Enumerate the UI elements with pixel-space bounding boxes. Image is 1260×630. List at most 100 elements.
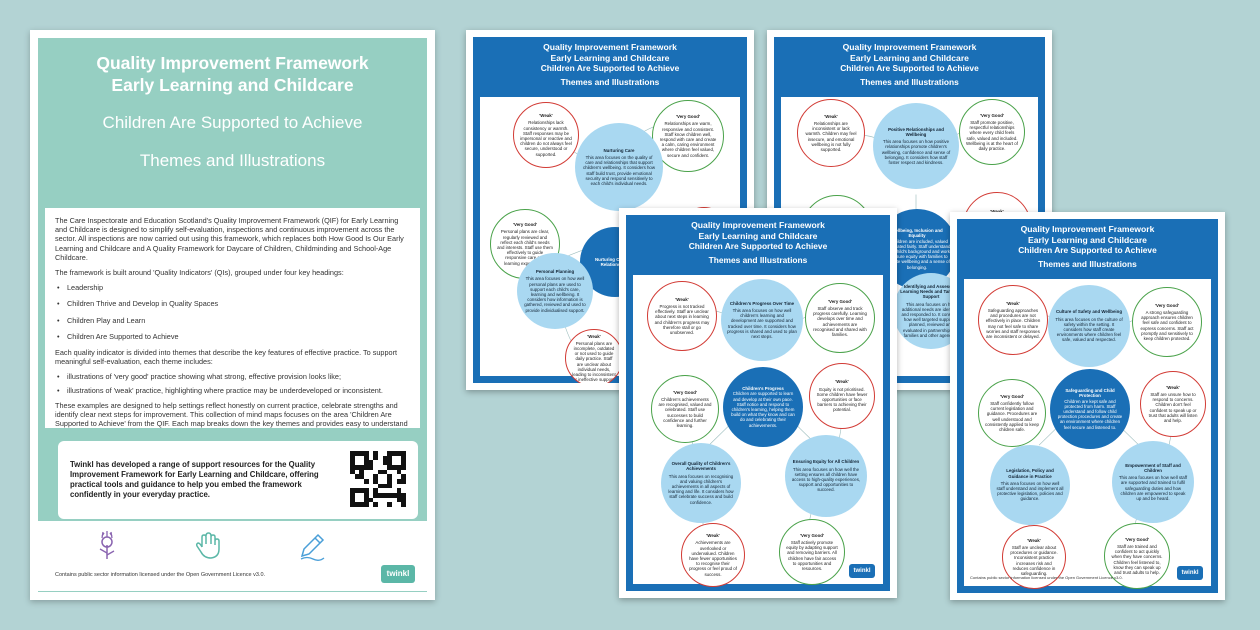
theme-title: Culture of Safety and Wellbeing [1055, 309, 1123, 315]
very-good-label: 'Very Good' [1124, 536, 1150, 542]
qr-module [350, 455, 355, 461]
qr-module [387, 502, 392, 507]
cover-header: Quality Improvement Framework Early Lear… [38, 38, 427, 208]
weak-bubble: 'Weak' Staff are unsure how to respond t… [1140, 371, 1206, 437]
qr-module [368, 464, 374, 470]
theme-text: This area focuses on how additional need… [901, 301, 961, 338]
weak-label: 'Weak' [1027, 537, 1041, 543]
center-text: All children are included, valued and tr… [883, 238, 951, 270]
qr-module [382, 455, 388, 461]
page-subtitle: Children Are Supported to Achieve [840, 63, 979, 73]
very-good-label: 'Very Good' [979, 112, 1005, 118]
qr-module [359, 451, 364, 456]
weak-text: Safeguarding approaches and procedures a… [985, 307, 1041, 339]
theme-title: Personal Planning [535, 269, 575, 275]
hand-icon [195, 532, 220, 559]
very-good-bubble: 'Very Good' Children's achievements are … [651, 375, 719, 443]
weak-text: Equity is not prioritised. Some children… [816, 386, 868, 413]
very-good-bubble: 'Very Good' A strong safeguarding approa… [1132, 287, 1202, 357]
qr-module [401, 497, 406, 503]
page-title: Quality Improvement Framework Early Lear… [473, 42, 747, 63]
very-good-bubble: 'Very Good' Staff are trained and confid… [1104, 523, 1170, 589]
very-good-label: 'Very Good' [512, 222, 538, 228]
weak-label: 'Weak' [675, 296, 689, 302]
center-title: Nurturing Care and Relationships [594, 256, 635, 267]
page-subtitle2: Themes and Illustrations [708, 255, 808, 265]
qr-code-icon[interactable] [350, 451, 406, 507]
qr-module [396, 469, 402, 475]
qr-module [359, 488, 364, 493]
very-good-bubble: 'Very Good' Staff promote positive, resp… [959, 99, 1025, 165]
theme-title: Identifying and Assessing Learning Needs… [900, 283, 962, 300]
weak-bubble: 'Weak' Personal plans are incomplete, ou… [565, 329, 623, 383]
qr-module [396, 488, 402, 493]
qr-module [401, 492, 406, 498]
very-good-label: 'Very Good' [827, 298, 853, 304]
very-good-text: Staff promote positive, respectful relat… [966, 119, 1018, 151]
qr-module [368, 497, 374, 503]
qr-module [391, 464, 397, 470]
cover-title: Quality Improvement Framework Early Lear… [38, 52, 427, 96]
page-title-line1: Quality Improvement Framework [543, 42, 677, 52]
page-subtitle: Children Are Supported to Achieve [688, 241, 828, 251]
weak-bubble: 'Weak' Staff are unclear about procedure… [1002, 525, 1066, 589]
heading-item: Children Thrive and Develop in Quality S… [55, 299, 410, 308]
qr-module [350, 488, 355, 493]
weak-label: 'Weak' [1006, 300, 1020, 306]
page-subtitle: Children Are Supported to Achieve [1018, 245, 1157, 255]
cover-body: The Care Inspectorate and Education Scot… [45, 208, 420, 428]
qr-module [401, 464, 406, 470]
theme-text: This area focuses on how well staff unde… [996, 480, 1064, 502]
qr-module [363, 455, 369, 461]
theme-bubble-personal-planning: Personal Planning This area focuses on h… [517, 253, 593, 329]
heading-item: Children Are Supported to Achieve [55, 332, 410, 341]
pencil-icon [300, 533, 325, 561]
headings-list: Leadership Children Thrive and Develop i… [55, 283, 410, 341]
qr-module [354, 502, 360, 507]
very-good-label: 'Very Good' [672, 389, 698, 395]
page-subtitle: Children Are Supported to Achieve [540, 63, 680, 73]
twinkl-logo: twinkl [1177, 566, 1203, 580]
qr-module [401, 474, 406, 479]
very-good-text: Staff are trained and confident to act q… [1111, 543, 1163, 575]
footer-icons [38, 529, 427, 565]
qr-module [359, 469, 364, 475]
qr-module [373, 478, 378, 484]
weak-label: 'Weak' [706, 533, 720, 539]
page-title: Quality Improvement Framework Early Lear… [774, 42, 1045, 63]
weak-text: Staff are unsure how to respond to conce… [1148, 391, 1198, 423]
page-panel: Quality Improvement Framework Early Lear… [957, 219, 1218, 593]
framework-text: The framework is built around 'Quality I… [55, 268, 344, 278]
includes-list: illustrations of 'very good' practice sh… [55, 372, 410, 395]
theme-title: Overall Quality of Children's Achievemen… [671, 461, 731, 472]
weak-label: 'Weak' [990, 209, 1003, 214]
qr-module [354, 464, 360, 470]
qr-module [354, 474, 360, 479]
weak-label: 'Weak' [1166, 384, 1180, 390]
weak-bubble: 'Weak' Equity is not prioritised. Some c… [809, 363, 875, 429]
theme-bubble-nurturing-care: Nurturing Care This area focuses on the … [575, 123, 663, 211]
qr-module [382, 469, 388, 475]
qr-module [377, 483, 383, 489]
very-good-label: 'Very Good' [999, 393, 1025, 399]
very-good-text: Staff confidently follow current legisla… [985, 400, 1039, 432]
page-title-line1: Quality Improvement Framework [691, 220, 825, 230]
qr-module [373, 451, 378, 456]
examples-text: These examples are designed to help sett… [55, 400, 408, 428]
qr-module [382, 483, 388, 489]
qr-module [391, 451, 397, 456]
weak-bubble: 'Weak' Relationships lack consistency or… [513, 102, 579, 168]
heading-item: Leadership [55, 283, 410, 292]
qr-module [373, 455, 378, 461]
mind-map: 'Weak' Safeguarding approaches and proce… [964, 279, 1211, 589]
page-title-line1: Quality Improvement Framework [842, 42, 977, 52]
very-good-label: 'Very Good' [799, 532, 825, 538]
twinkl-logo: twinkl [849, 564, 875, 578]
theme-text: This area focuses on recognising and val… [668, 473, 734, 505]
weak-text: Progress is not tracked effectively. Sta… [654, 303, 710, 335]
qr-module [359, 464, 364, 470]
page-title-line2: Early Learning and Childcare [550, 52, 670, 63]
qr-module [396, 451, 402, 456]
qr-module [350, 497, 355, 503]
page-title-line2: Early Learning and Childcare [850, 52, 969, 63]
